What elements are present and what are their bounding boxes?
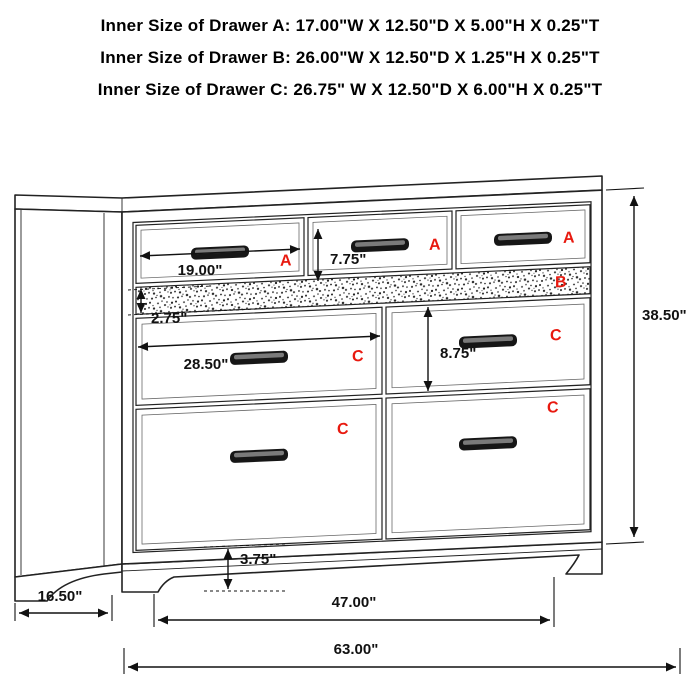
drawer-label-c3: C (337, 421, 349, 439)
drawer-c-row1-right-bevel (391, 303, 585, 389)
dim-text-16-50: 16.50" (38, 588, 83, 605)
base-molding-line (121, 548, 603, 572)
drawer-label-c4: C (547, 399, 559, 417)
dim-side-depth: 16.50" (14, 588, 113, 621)
dim-total-height: 38.50" (605, 187, 687, 545)
dresser-left-side (14, 208, 123, 578)
dim-drawer-a-height: 7.75" (313, 229, 366, 281)
drawer-c-row2-left-bevel (141, 404, 377, 545)
drawer-a-1 (135, 217, 305, 284)
dim-text-7-75: 7.75" (330, 251, 366, 268)
header-line-drawer-b: Inner Size of Drawer B: 26.00"W X 12.50"… (100, 48, 600, 67)
dim-text-28-50: 28.50" (184, 356, 229, 373)
drawer-label-c1: C (352, 348, 364, 366)
dim-text-47-00: 47.00" (332, 594, 377, 611)
header-line-drawer-c: Inner Size of Drawer C: 26.75" W X 12.50… (97, 80, 603, 99)
drawer-label-a3: A (563, 229, 575, 247)
drawer-a-3 (455, 204, 591, 270)
dim-drawer-a-width: 19.00" (139, 244, 301, 279)
inner-size-header: Inner Size of Drawer A: 17.00"W X 12.50"… (0, 10, 700, 106)
dim-drawer-b-height: 2.75" (127, 285, 259, 327)
drawer-c-row2-right-bevel (391, 394, 585, 534)
drawer-c-row2-right (385, 388, 591, 540)
dim-text-19: 19.00" (178, 262, 223, 279)
dim-total-width: 63.00" (123, 641, 681, 674)
drawer-label-c2: C (550, 327, 562, 345)
front-inner-frame (132, 201, 592, 554)
drawer-a-3-bevel (460, 209, 586, 265)
dim-drawer-c-width: 28.50" (137, 331, 381, 373)
dim-text-3-75: 3.75" (240, 551, 276, 568)
dim-text-63-00: 63.00" (334, 641, 379, 658)
drawer-c-row1-left (135, 306, 383, 406)
dim-text-38-50: 38.50" (642, 307, 687, 324)
drawer-label-b: B (555, 274, 567, 292)
header-line-drawer-a: Inner Size of Drawer A: 17.00"W X 12.50"… (100, 16, 600, 35)
dim-base-height: 3.75" (203, 543, 289, 592)
side-apron-foot (14, 563, 123, 602)
dim-drawer-c-height: 8.75" (423, 307, 476, 391)
drawer-label-a1: A (280, 252, 292, 270)
dresser-front: A A A B C C C C (121, 189, 603, 565)
drawer-label-a2: A (429, 237, 441, 255)
dim-text-2-75: 2.75" (151, 310, 187, 327)
dim-text-8-75: 8.75" (440, 345, 476, 362)
jewelry-drawer-b (135, 266, 591, 315)
drawer-a-2-bevel (312, 215, 448, 271)
drawer-a-2 (307, 210, 453, 277)
drawer-c-row1-right (385, 297, 591, 395)
dim-inner-width: 47.00" (153, 577, 555, 627)
